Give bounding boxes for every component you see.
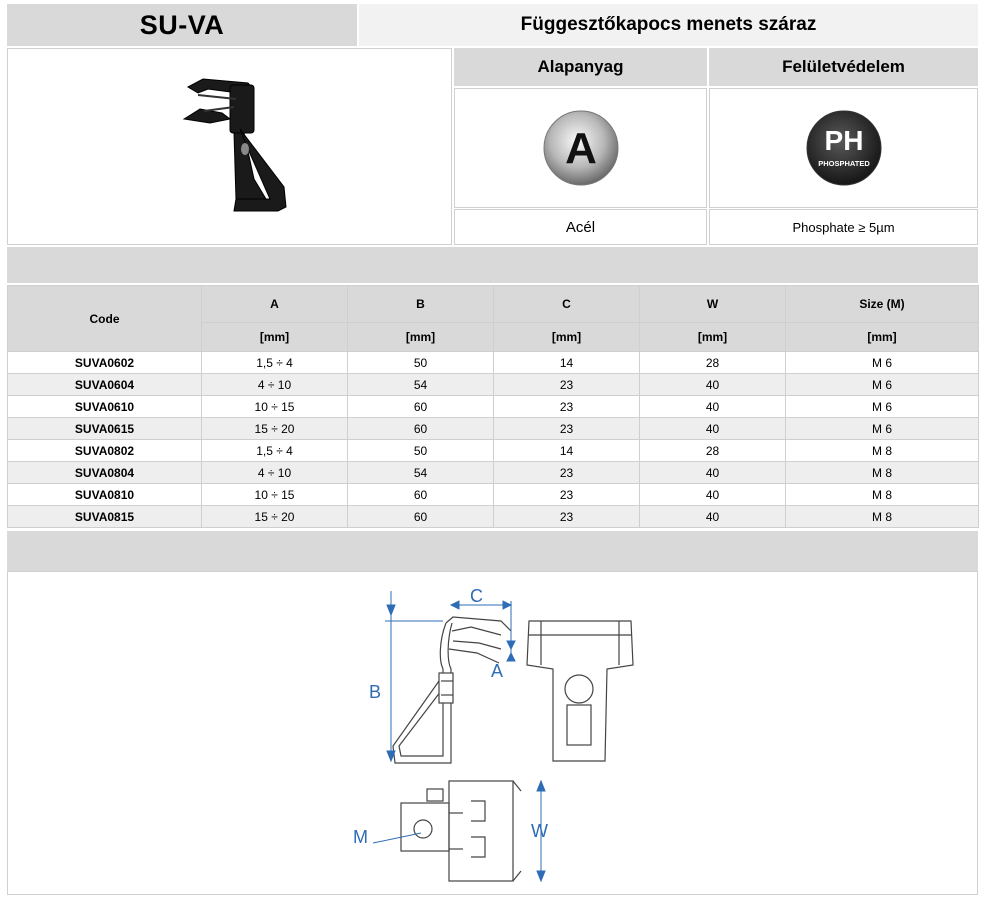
cell-w: 40 [639,373,786,396]
cell-a: 10 ÷ 15 [201,483,348,506]
phosphated-caption: PHOSPHATED [818,159,870,168]
cell-a: 15 ÷ 20 [201,505,348,528]
base-material-header: Alapanyag [454,48,707,86]
table-row: SUVA0610 10 ÷ 15 60 23 40 M 6 [7,395,979,418]
table-row: SUVA0602 1,5 ÷ 4 50 14 28 M 6 [7,351,979,374]
product-name-title: Függesztőkapocs menets száraz [359,4,978,46]
dim-label-m: M [353,827,368,847]
col-header-c: C [493,285,640,323]
unit-a: [mm] [201,322,348,352]
cell-b: 54 [347,373,494,396]
cell-a: 4 ÷ 10 [201,461,348,484]
table-row: SUVA0815 15 ÷ 20 60 23 40 M 8 [7,505,979,528]
cell-w: 40 [639,417,786,440]
cell-a: 4 ÷ 10 [201,373,348,396]
col-header-b: B [347,285,494,323]
cell-a: 10 ÷ 15 [201,395,348,418]
cell-size: M 6 [785,417,979,440]
cell-size: M 8 [785,461,979,484]
cell-c: 23 [493,461,640,484]
unit-c: [mm] [493,322,640,352]
cell-b: 60 [347,483,494,506]
cell-code: SUVA0615 [7,417,202,440]
cell-w: 40 [639,505,786,528]
dimension-drawing: C A B M W [353,586,634,883]
cell-c: 23 [493,395,640,418]
cell-code: SUVA0602 [7,351,202,374]
surface-protection-value: Phosphate ≥ 5µm [709,209,978,245]
phosphated-icon: PH PHOSPHATED [806,110,881,186]
cell-size: M 8 [785,505,979,528]
table-row: SUVA0604 4 ÷ 10 54 23 40 M 6 [7,373,979,396]
cell-b: 54 [347,461,494,484]
clip-side-view [392,616,512,764]
dim-label-b: B [369,682,381,702]
base-material-icon-cell: A [454,88,707,208]
cell-w: 28 [639,351,786,374]
col-header-a: A [201,285,348,323]
cell-w: 40 [639,461,786,484]
dim-label-c: C [470,586,483,606]
cell-c: 14 [493,439,640,462]
cell-c: 23 [493,483,640,506]
clip-front-view [526,620,634,762]
cell-b: 50 [347,439,494,462]
cell-a: 1,5 ÷ 4 [201,351,348,374]
dimension-lines [372,591,546,883]
cell-code: SUVA0804 [7,461,202,484]
dim-label-w: W [531,821,548,841]
base-material-value: Acél [454,209,707,245]
phosphated-letters: PH [824,125,863,156]
cell-code: SUVA0815 [7,505,202,528]
cell-size: M 8 [785,439,979,462]
spacer-band-bottom [7,531,978,571]
product-photo-panel [7,48,452,245]
cell-a: 15 ÷ 20 [201,417,348,440]
cell-size: M 6 [785,395,979,418]
cell-w: 28 [639,439,786,462]
cell-b: 60 [347,395,494,418]
cell-size: M 6 [785,351,979,374]
cell-w: 40 [639,395,786,418]
cell-code: SUVA0802 [7,439,202,462]
steel-a-icon: A [543,110,618,186]
col-header-size: Size (M) [785,285,979,323]
unit-w: [mm] [639,322,786,352]
table-row: SUVA0802 1,5 ÷ 4 50 14 28 M 8 [7,439,979,462]
technical-drawing-panel: C A B M W [7,571,978,895]
cell-code: SUVA0610 [7,395,202,418]
cell-code: SUVA0810 [7,483,202,506]
product-code-title: SU-VA [7,4,357,46]
surface-protection-header: Felületvédelem [709,48,978,86]
cell-b: 60 [347,417,494,440]
cell-c: 14 [493,351,640,374]
cell-b: 50 [347,351,494,374]
cell-c: 23 [493,505,640,528]
col-header-w: W [639,285,786,323]
unit-b: [mm] [347,322,494,352]
cell-size: M 8 [785,483,979,506]
cell-c: 23 [493,373,640,396]
col-header-code: Code [7,285,202,352]
cell-code: SUVA0604 [7,373,202,396]
clip-top-view [400,780,522,882]
cell-b: 60 [347,505,494,528]
table-row: SUVA0804 4 ÷ 10 54 23 40 M 8 [7,461,979,484]
cell-w: 40 [639,483,786,506]
spec-table: Code A B C W Size (M) [mm] [mm] [mm] [mm… [7,285,979,528]
spacer-band-top [7,247,978,283]
dimension-labels: C A B M W [353,586,548,847]
cell-c: 23 [493,417,640,440]
cell-a: 1,5 ÷ 4 [201,439,348,462]
table-row: SUVA0810 10 ÷ 15 60 23 40 M 8 [7,483,979,506]
dim-label-a: A [491,661,503,681]
surface-icon-cell: PH PHOSPHATED [709,88,978,208]
steel-a-letter: A [565,124,597,173]
unit-size: [mm] [785,322,979,352]
clip-photo [182,78,287,212]
cell-size: M 6 [785,373,979,396]
table-row: SUVA0615 15 ÷ 20 60 23 40 M 6 [7,417,979,440]
